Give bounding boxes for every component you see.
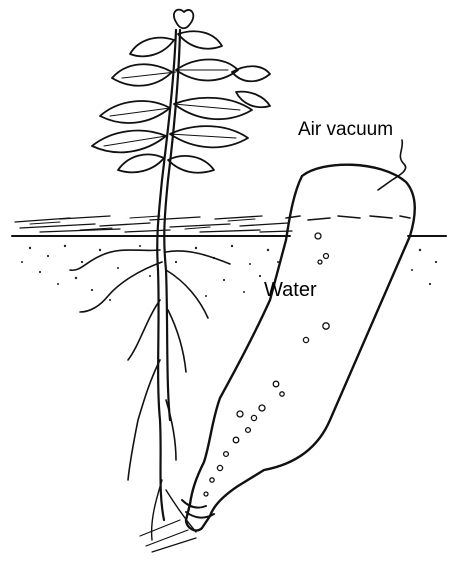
ground-surface — [12, 216, 446, 236]
soil-stipple — [21, 245, 437, 301]
air-vacuum-leader-line — [378, 140, 406, 190]
air-vacuum-label: Air vacuum — [298, 119, 393, 140]
water-bubbles — [204, 233, 329, 496]
water-label: Water — [264, 279, 317, 301]
